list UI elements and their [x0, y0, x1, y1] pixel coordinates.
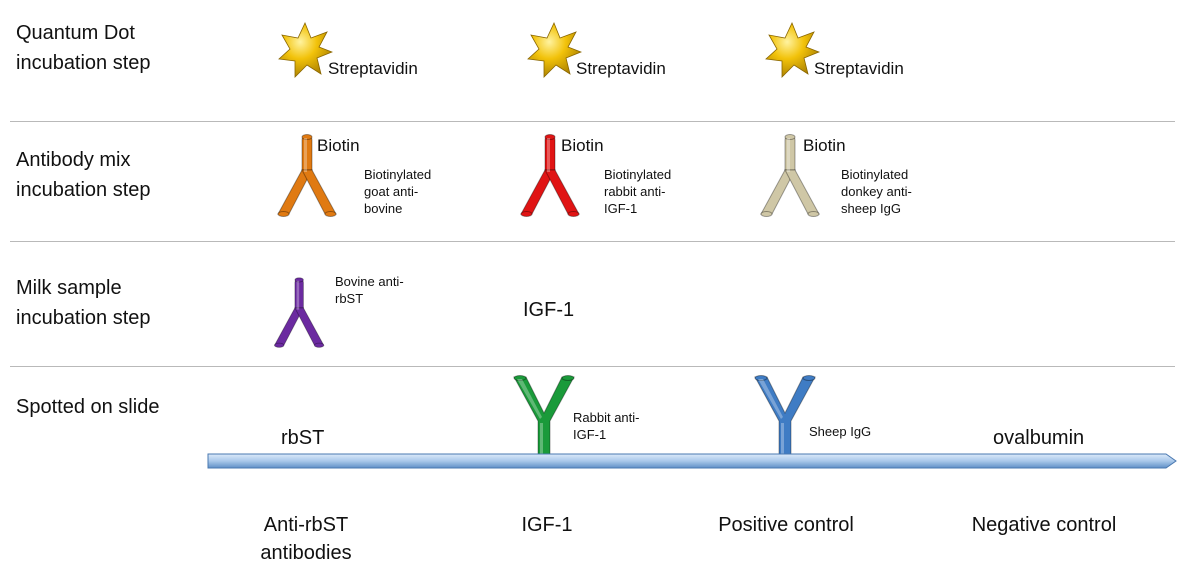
row-label-line: incubation step — [16, 179, 151, 201]
bovine-anti-rbst-antibody-icon — [272, 271, 328, 355]
quantum-dot-star-icon — [764, 22, 820, 78]
label-line: donkey anti- — [841, 184, 912, 199]
biotinylated-goat-label: Biotinylated goat anti- bovine — [364, 166, 431, 217]
row-label-milk-sample: Milk sample incubation step — [16, 273, 151, 333]
row-separator — [10, 241, 1175, 242]
glass-slide — [207, 453, 1177, 469]
rbst-label: rbST — [281, 427, 325, 449]
label-line: rbST — [335, 291, 364, 306]
ovalbumin-label: ovalbumin — [993, 427, 1085, 449]
label-line: antibodies — [260, 542, 352, 564]
row-label-line: Antibody mix — [16, 149, 131, 171]
streptavidin-label: Streptavidin — [328, 59, 418, 78]
biotin-label: Biotin — [317, 136, 360, 155]
label-line: Biotinylated — [841, 167, 909, 182]
label-line: Bovine anti- — [335, 274, 404, 289]
column-label-positive-control: Positive control — [700, 511, 872, 539]
row-separator — [10, 121, 1175, 122]
row-label-spotted-on-slide: Spotted on slide — [16, 392, 159, 422]
streptavidin-label: Streptavidin — [814, 59, 904, 78]
biotinylated-donkey-label: Biotinylated donkey anti- sheep IgG — [841, 166, 912, 217]
label-line: goat anti- — [364, 184, 419, 199]
label-line: rabbit anti- — [604, 184, 666, 199]
row-label-line: incubation step — [16, 52, 151, 74]
label-line: Rabbit anti- — [573, 410, 640, 425]
igf-1-label: IGF-1 — [523, 299, 575, 321]
rabbit-anti-igf-1-capture-icon — [512, 375, 576, 459]
label-line: bovine — [364, 201, 403, 216]
row-label-quantum-dot: Quantum Dot incubation step — [16, 18, 151, 78]
row-separator — [10, 366, 1175, 367]
column-label-negative-control: Negative control — [953, 511, 1135, 539]
row-label-line: Spotted on slide — [16, 396, 160, 418]
biotinylated-rabbit-label: Biotinylated rabbit anti- IGF-1 — [604, 166, 671, 217]
label-line: IGF-1 — [573, 427, 607, 442]
label-line: Positive control — [718, 514, 854, 536]
label-line: Anti-rbST — [263, 514, 349, 536]
streptavidin-label: Streptavidin — [576, 59, 666, 78]
column-label-anti-rbst: Anti-rbST antibodies — [246, 511, 366, 567]
label-line: Biotinylated — [364, 167, 432, 182]
row-label-line: incubation step — [16, 307, 151, 329]
bovine-anti-rbst-label: Bovine anti- rbST — [335, 273, 404, 307]
row-label-line: Quantum Dot — [16, 22, 135, 44]
biotin-label: Biotin — [561, 136, 604, 155]
label-line: Biotinylated — [604, 167, 672, 182]
label-line: Negative control — [971, 514, 1117, 536]
rabbit-anti-igf-1-label: Rabbit anti- IGF-1 — [573, 409, 639, 443]
column-label-igf-1: IGF-1 — [497, 511, 597, 539]
biotin-label: Biotin — [803, 136, 846, 155]
quantum-dot-star-icon — [277, 22, 333, 78]
sheep-igg-label: Sheep IgG — [809, 424, 872, 439]
row-label-line: Milk sample — [16, 277, 122, 299]
sheep-igg-capture-icon — [753, 375, 817, 459]
label-line: IGF-1 — [521, 514, 573, 536]
quantum-dot-star-icon — [526, 22, 582, 78]
label-line: sheep IgG — [841, 201, 901, 216]
label-line: IGF-1 — [604, 201, 638, 216]
row-label-antibody-mix: Antibody mix incubation step — [16, 145, 151, 205]
